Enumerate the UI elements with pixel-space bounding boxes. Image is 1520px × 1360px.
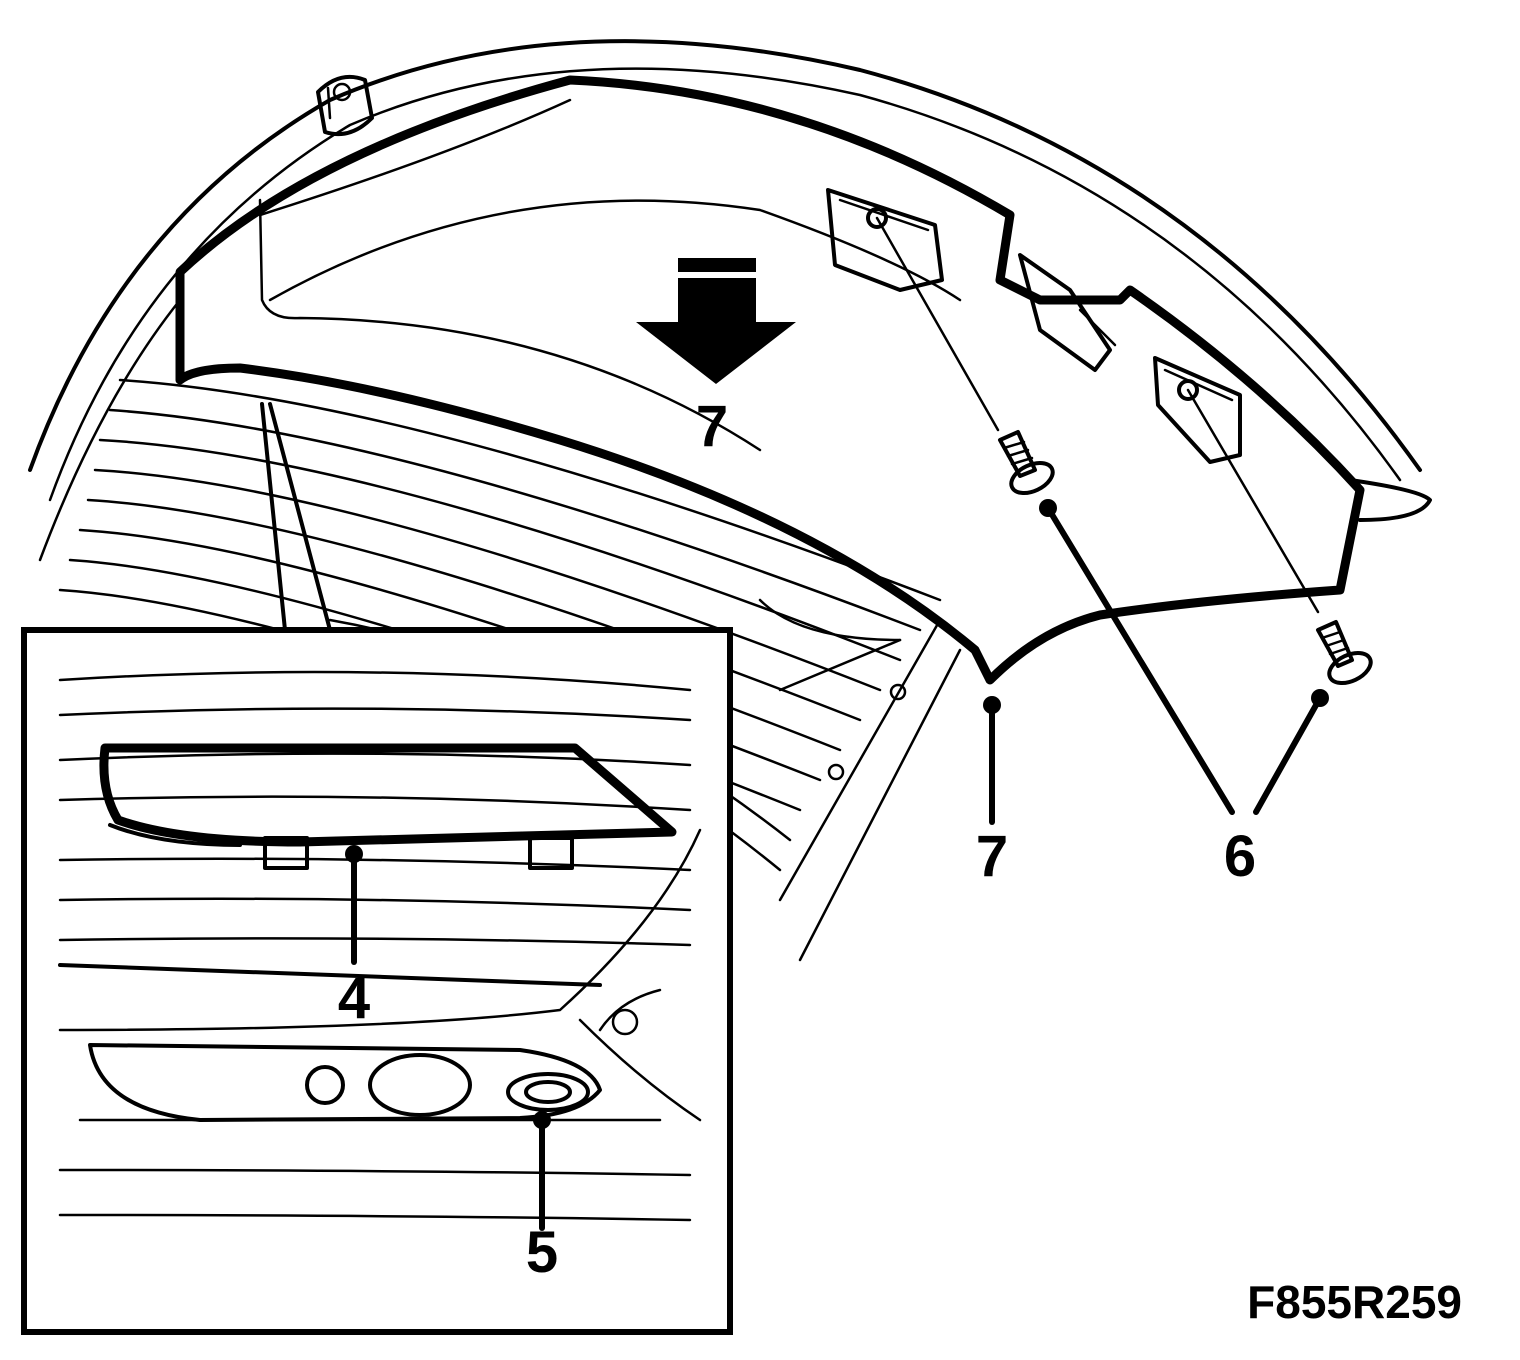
callout-5-clip: 5 [526, 1220, 558, 1285]
callout-7-panel: 7 [976, 824, 1008, 889]
removal-arrow-icon [636, 258, 796, 384]
rear-window-lines [58, 378, 962, 962]
callout-6-screws: 6 [1224, 824, 1256, 889]
callout-4-trim: 4 [338, 966, 370, 1031]
figure-code: F855R259 [1247, 1276, 1462, 1328]
roof-catch [316, 75, 374, 137]
leader-lines [260, 216, 1329, 825]
callout-7-arrow: 7 [696, 394, 728, 459]
screw-left [998, 430, 1055, 496]
screw-right [1316, 620, 1373, 686]
trim-panel [175, 75, 1365, 685]
inset-detail [21, 627, 733, 1335]
